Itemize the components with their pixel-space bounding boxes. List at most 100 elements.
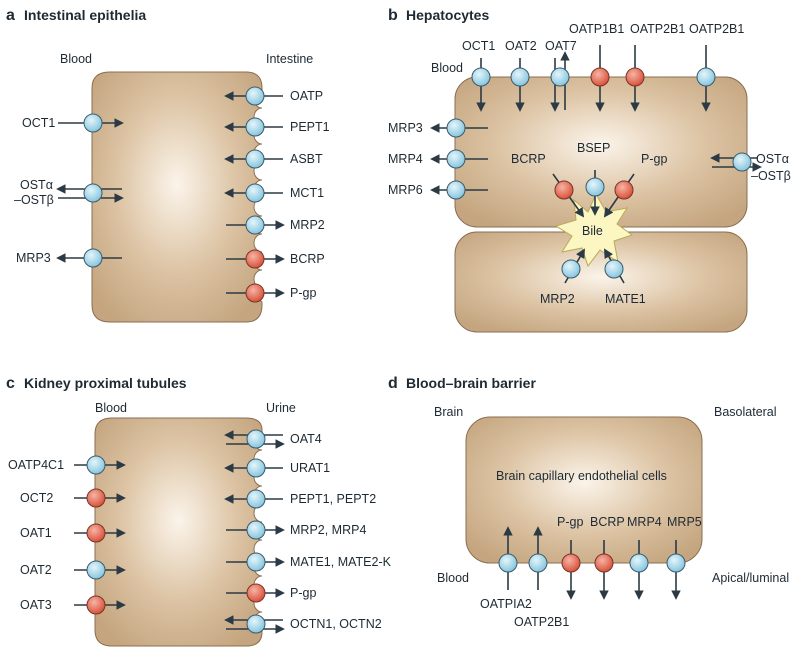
c-oat1-label: OAT1 — [20, 526, 52, 540]
c-oat1: OAT1 — [20, 523, 126, 543]
b-oat7: OAT7 — [545, 39, 577, 112]
panel-d-letter: d — [388, 375, 398, 392]
panel-b-letter: b — [388, 7, 398, 24]
a-ostb-label: –OSTβ — [14, 193, 54, 207]
a-pept1: PEPT1 — [224, 117, 330, 137]
c-octn-label: OCTN1, OCTN2 — [290, 617, 382, 631]
b-mrp2: MRP2 — [540, 248, 585, 306]
b-osta-label: OSTα — [756, 152, 789, 166]
d-pgp-label: P-gp — [557, 515, 583, 529]
tubule-cell — [94, 417, 263, 647]
d-mrp5-label: MRP5 — [667, 515, 702, 529]
panel-b-title: Hepatocytes — [406, 7, 489, 23]
b-oatp2b1-b-label: OATP2B1 — [689, 22, 744, 36]
c-mrp-label: MRP2, MRP4 — [290, 523, 366, 537]
b-mrp3: MRP3 — [388, 118, 488, 138]
panel-c-letter: c — [6, 375, 15, 392]
a-bcrp-label: BCRP — [290, 252, 325, 266]
d-basolateral-label: Basolateral — [714, 405, 777, 419]
panel-a-title: Intestinal epithelia — [24, 7, 146, 23]
d-apical-label: Apical/luminal — [712, 571, 789, 585]
b-pgp: P-gp — [603, 152, 667, 218]
c-mate-label: MATE1, MATE2-K — [290, 555, 392, 569]
d-oatpia2-label: OATPIA2 — [480, 597, 532, 611]
b-bsep-label: BSEP — [577, 141, 610, 155]
b-oat7-label: OAT7 — [545, 39, 577, 53]
c-urat1: URAT1 — [224, 458, 330, 478]
d-oatp2b1: OATP2B1 — [514, 526, 569, 629]
panel-d-title: Blood–brain barrier — [406, 375, 536, 391]
d-blood-label: Blood — [437, 571, 469, 585]
b-mrp6-label: MRP6 — [388, 183, 423, 197]
c-pept: PEPT1, PEPT2 — [224, 489, 376, 509]
bile-label: Bile — [582, 224, 603, 238]
c-pept-label: PEPT1, PEPT2 — [290, 492, 376, 506]
panel-c: c Kidney proximal tubules Blood Urine OA… — [6, 375, 392, 647]
a-oatp-label: OATP — [290, 89, 323, 103]
b-blood-label: Blood — [431, 61, 463, 75]
b-mrp4-label: MRP4 — [388, 152, 423, 166]
b-mate1: MATE1 — [604, 248, 646, 306]
b-oatp1b1-label: OATP1B1 — [569, 22, 624, 36]
b-bcrp: BCRP — [511, 152, 585, 218]
d-cell-label: Brain capillary endothelial cells — [496, 469, 667, 483]
b-mrp6: MRP6 — [388, 180, 488, 200]
a-osta-label: OSTα — [20, 178, 53, 192]
d-brain-label: Brain — [434, 405, 463, 419]
panel-c-urine-label: Urine — [266, 401, 296, 415]
a-mrp3-label: MRP3 — [16, 251, 51, 265]
a-oct1: OCT1 — [22, 113, 124, 133]
panel-b: b Hepatocytes Blood OCT1 OAT2 OAT7 OATP1… — [388, 7, 791, 333]
b-oat2: OAT2 — [505, 39, 537, 112]
b-oat2-label: OAT2 — [505, 39, 537, 53]
c-oat4-label: OAT4 — [290, 432, 322, 446]
c-oat3-label: OAT3 — [20, 598, 52, 612]
a-mrp3: MRP3 — [16, 248, 122, 268]
a-mct1: MCT1 — [224, 183, 324, 203]
a-pgp: P-gp — [226, 283, 316, 303]
b-oct1-label: OCT1 — [462, 39, 495, 53]
c-mrp: MRP2, MRP4 — [226, 520, 366, 540]
b-ost: OSTα –OSTβ — [710, 152, 791, 183]
d-oatp2b1-label: OATP2B1 — [514, 615, 569, 629]
a-mrp2: MRP2 — [226, 215, 325, 235]
c-octn: OCTN1, OCTN2 — [224, 614, 382, 634]
panel-c-blood-label: Blood — [95, 401, 127, 415]
d-mrp4-label: MRP4 — [627, 515, 662, 529]
b-ostb-label: –OSTβ — [751, 169, 791, 183]
b-bsep: BSEP — [577, 141, 610, 216]
panel-a-letter: a — [6, 7, 15, 24]
panel-a-intestine-label: Intestine — [266, 52, 313, 66]
panel-d: d Blood–brain barrier Brain Basolateral … — [388, 375, 789, 629]
b-mrp3-label: MRP3 — [388, 121, 423, 135]
b-bcrp-label: BCRP — [511, 152, 546, 166]
a-pept1-label: PEPT1 — [290, 120, 330, 134]
a-bcrp: BCRP — [226, 249, 325, 269]
b-pgp-label: P-gp — [641, 152, 667, 166]
c-oct2: OCT2 — [20, 488, 126, 508]
panel-a-blood-label: Blood — [60, 52, 92, 66]
b-oct1: OCT1 — [462, 39, 495, 112]
panel-a: a Intestinal epithelia Blood Intestine O… — [6, 7, 330, 323]
a-asbt: ASBT — [224, 149, 323, 169]
c-oatp4c1-label: OATP4C1 — [8, 458, 64, 472]
b-oatp2b1-b: OATP2B1 — [689, 22, 744, 112]
b-mrp2-label: MRP2 — [540, 292, 575, 306]
a-mrp2-label: MRP2 — [290, 218, 325, 232]
d-mrp4: MRP4 — [627, 515, 662, 600]
panel-c-title: Kidney proximal tubules — [24, 375, 187, 391]
d-pgp: P-gp — [557, 515, 583, 600]
c-oat4: OAT4 — [224, 429, 322, 449]
c-oat2: OAT2 — [20, 560, 126, 580]
a-pgp-label: P-gp — [290, 286, 316, 300]
c-oatp4c1: OATP4C1 — [8, 455, 126, 475]
a-mct1-label: MCT1 — [290, 186, 324, 200]
c-mate: MATE1, MATE2-K — [226, 552, 392, 572]
c-pgp: P-gp — [226, 583, 316, 603]
a-oct1-label: OCT1 — [22, 116, 55, 130]
c-urat1-label: URAT1 — [290, 461, 330, 475]
b-mrp4: MRP4 — [388, 149, 488, 169]
b-mate1-label: MATE1 — [605, 292, 646, 306]
d-oatpia2: OATPIA2 — [480, 526, 532, 611]
